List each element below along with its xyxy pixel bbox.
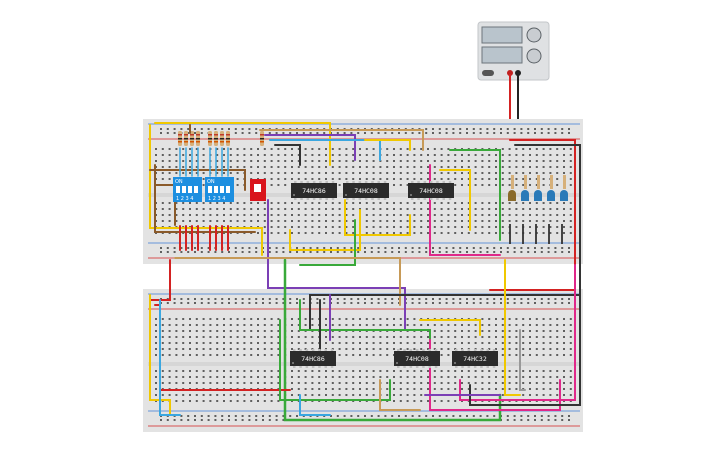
- chip-label: 74HC08: [354, 187, 378, 195]
- dip-switch-2[interactable]: ON 1 2 3 4: [205, 177, 234, 202]
- voltage-knob[interactable]: [526, 27, 542, 43]
- resistor-group: [178, 131, 264, 146]
- dip-numbers: 1 2 3 4: [176, 196, 194, 202]
- dip-switch-1[interactable]: ON 1 2 3 4: [173, 177, 202, 202]
- dip-toggle[interactable]: [182, 186, 186, 193]
- led-5: [560, 175, 568, 244]
- bottom-chip-3[interactable]: 74HC32: [452, 349, 498, 368]
- dip-toggle[interactable]: [188, 186, 192, 193]
- slide-switch[interactable]: [250, 179, 266, 201]
- chip-label: 74HC08: [419, 187, 443, 195]
- power-supply[interactable]: [477, 21, 550, 81]
- dip-toggle[interactable]: [214, 186, 218, 193]
- terminal-positive[interactable]: [507, 70, 513, 76]
- led-2: [521, 175, 529, 244]
- dip-toggle[interactable]: [176, 186, 180, 193]
- wires: [149, 122, 581, 422]
- current-knob[interactable]: [526, 48, 542, 64]
- dip-toggle[interactable]: [226, 186, 230, 193]
- dip-toggle[interactable]: [220, 186, 224, 193]
- top-chip-2[interactable]: 74HC08: [343, 181, 389, 200]
- top-chip-3[interactable]: 74HC08: [408, 181, 454, 200]
- chip-label: 74HC86: [301, 355, 325, 363]
- bottom-chip-2[interactable]: 74HC08: [394, 349, 440, 368]
- chip-label: 74HC08: [405, 355, 429, 363]
- led-1: [508, 175, 516, 244]
- led-3: [534, 175, 542, 244]
- bottom-chip-1[interactable]: 74HC86: [290, 349, 336, 368]
- dip-numbers: 1 2 3 4: [208, 196, 226, 202]
- terminal-negative[interactable]: [515, 70, 521, 76]
- dip-on-label: ON: [207, 179, 215, 185]
- chip-label: 74HC32: [463, 355, 487, 363]
- breadboard-bottom: [143, 289, 583, 432]
- top-chip-1[interactable]: 74HC86: [291, 181, 337, 200]
- led-4: [547, 175, 555, 244]
- dip-toggle[interactable]: [194, 186, 198, 193]
- chip-label: 74HC86: [302, 187, 326, 195]
- dip-on-label: ON: [175, 179, 183, 185]
- power-button[interactable]: [482, 70, 494, 76]
- dip-toggle[interactable]: [208, 186, 212, 193]
